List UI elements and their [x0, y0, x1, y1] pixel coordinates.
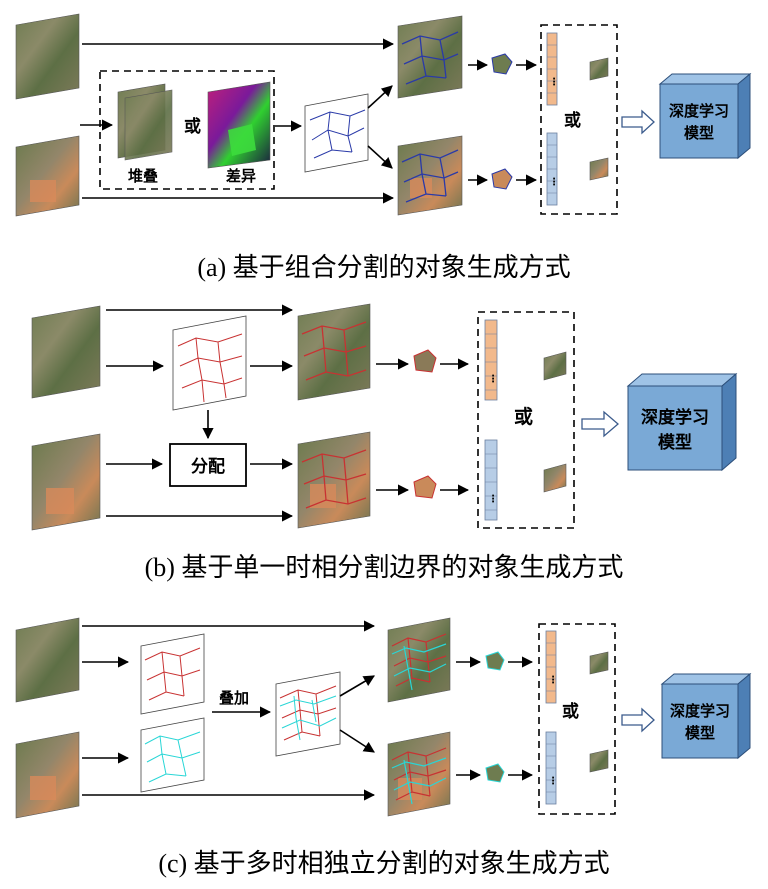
- svg-text:⋮: ⋮: [549, 177, 559, 188]
- object-thumb-t2: [589, 749, 609, 773]
- object-patch-t1: [491, 53, 513, 75]
- combination-box: [99, 70, 275, 190]
- image-t2: [15, 135, 80, 217]
- image-t2: [15, 731, 80, 819]
- change-area: [46, 488, 74, 514]
- svg-text:⋮: ⋮: [549, 77, 559, 88]
- image-t1: [15, 13, 80, 100]
- arrow: [339, 729, 375, 753]
- caption-b: (b) 基于单一时相分割边界的对象生成方式: [145, 553, 624, 582]
- assign-box: [169, 443, 247, 487]
- object-thumb-t2: [589, 157, 609, 181]
- change-area: [30, 776, 56, 800]
- panel-b: 分配 ⋮ ⋮ 或 深度学习 模: [31, 303, 738, 582]
- model-label-line2: 模型: [684, 124, 714, 142]
- segmented-image-t2: [397, 135, 463, 216]
- hollow-arrow: [581, 410, 619, 438]
- feature-vector-box: [538, 623, 616, 815]
- model-label-line1: 深度学习: [670, 702, 730, 720]
- vector-or-label: 或: [562, 701, 579, 722]
- svg-text:⋮: ⋮: [488, 494, 498, 505]
- segmentation-map: [172, 315, 247, 411]
- object-thumb-t1: [589, 57, 609, 81]
- object-patch-t1: [485, 651, 505, 671]
- stack-label: 堆叠: [128, 167, 158, 185]
- hollow-arrow: [621, 707, 655, 733]
- difference-label: 差异: [226, 167, 256, 185]
- assign-label: 分配: [191, 457, 225, 477]
- object-patch-t1: [413, 349, 437, 373]
- vector-or-label: 或: [514, 405, 533, 428]
- difference-image: [207, 81, 271, 169]
- stacked-image-front: [124, 89, 173, 161]
- segmented-image-t1: [387, 617, 451, 703]
- object-patch-t2: [485, 763, 505, 783]
- segmented-image-t1: [397, 15, 463, 99]
- object-patch-t2: [413, 475, 437, 499]
- svg-text:⋮: ⋮: [548, 776, 558, 787]
- caption-a: (a) 基于组合分割的对象生成方式: [197, 253, 570, 282]
- deep-learning-model-box: 深度学习 模型: [626, 372, 738, 472]
- segmentation-map-t2: [140, 717, 205, 793]
- arrow: [367, 85, 393, 109]
- feature-vector-box: [540, 24, 618, 215]
- difference-hotspot: [228, 124, 256, 156]
- model-label-line2: 模型: [658, 432, 692, 453]
- or-label: 或: [184, 116, 201, 137]
- feature-vector-orange: [484, 319, 498, 401]
- deep-learning-model-box: 深度学习 模型: [660, 672, 752, 760]
- image-t2: [31, 433, 101, 531]
- overlay-label: 叠加: [219, 689, 249, 707]
- model-label-line1: 深度学习: [669, 102, 729, 120]
- vector-or-label: 或: [564, 110, 581, 131]
- image-t1: [15, 617, 80, 703]
- object-patch-t2: [491, 168, 513, 190]
- svg-text:⋮: ⋮: [488, 374, 498, 385]
- deep-learning-model-box: 深度学习 模型: [658, 72, 752, 160]
- object-thumb-t1: [543, 351, 567, 381]
- panel-c: 叠加 ⋮ ⋮ 或: [15, 617, 752, 878]
- arrow: [339, 675, 375, 697]
- overlaid-segmentation-map: [275, 671, 341, 757]
- segmentation-map-t1: [140, 633, 205, 715]
- image-t1: [31, 305, 101, 399]
- model-label-line2: 模型: [685, 724, 715, 742]
- feature-vector-box: [477, 311, 575, 529]
- svg-text:⋮: ⋮: [548, 675, 558, 686]
- change-area: [30, 180, 56, 202]
- caption-c: (c) 基于多时相独立分割的对象生成方式: [158, 849, 609, 878]
- segmentation-map: [304, 93, 369, 173]
- panel-a: 堆叠 或 差异: [15, 13, 752, 282]
- model-label-line1: 深度学习: [641, 407, 709, 428]
- arrow: [367, 145, 393, 169]
- segmented-image-t1: [297, 303, 371, 401]
- segmented-image-t2: [297, 431, 371, 529]
- hollow-arrow: [621, 109, 655, 135]
- object-thumb-t2: [543, 463, 567, 493]
- object-thumb-t1: [589, 651, 609, 675]
- segmented-image-t2: [387, 731, 451, 817]
- feature-vector-blue: [484, 439, 498, 521]
